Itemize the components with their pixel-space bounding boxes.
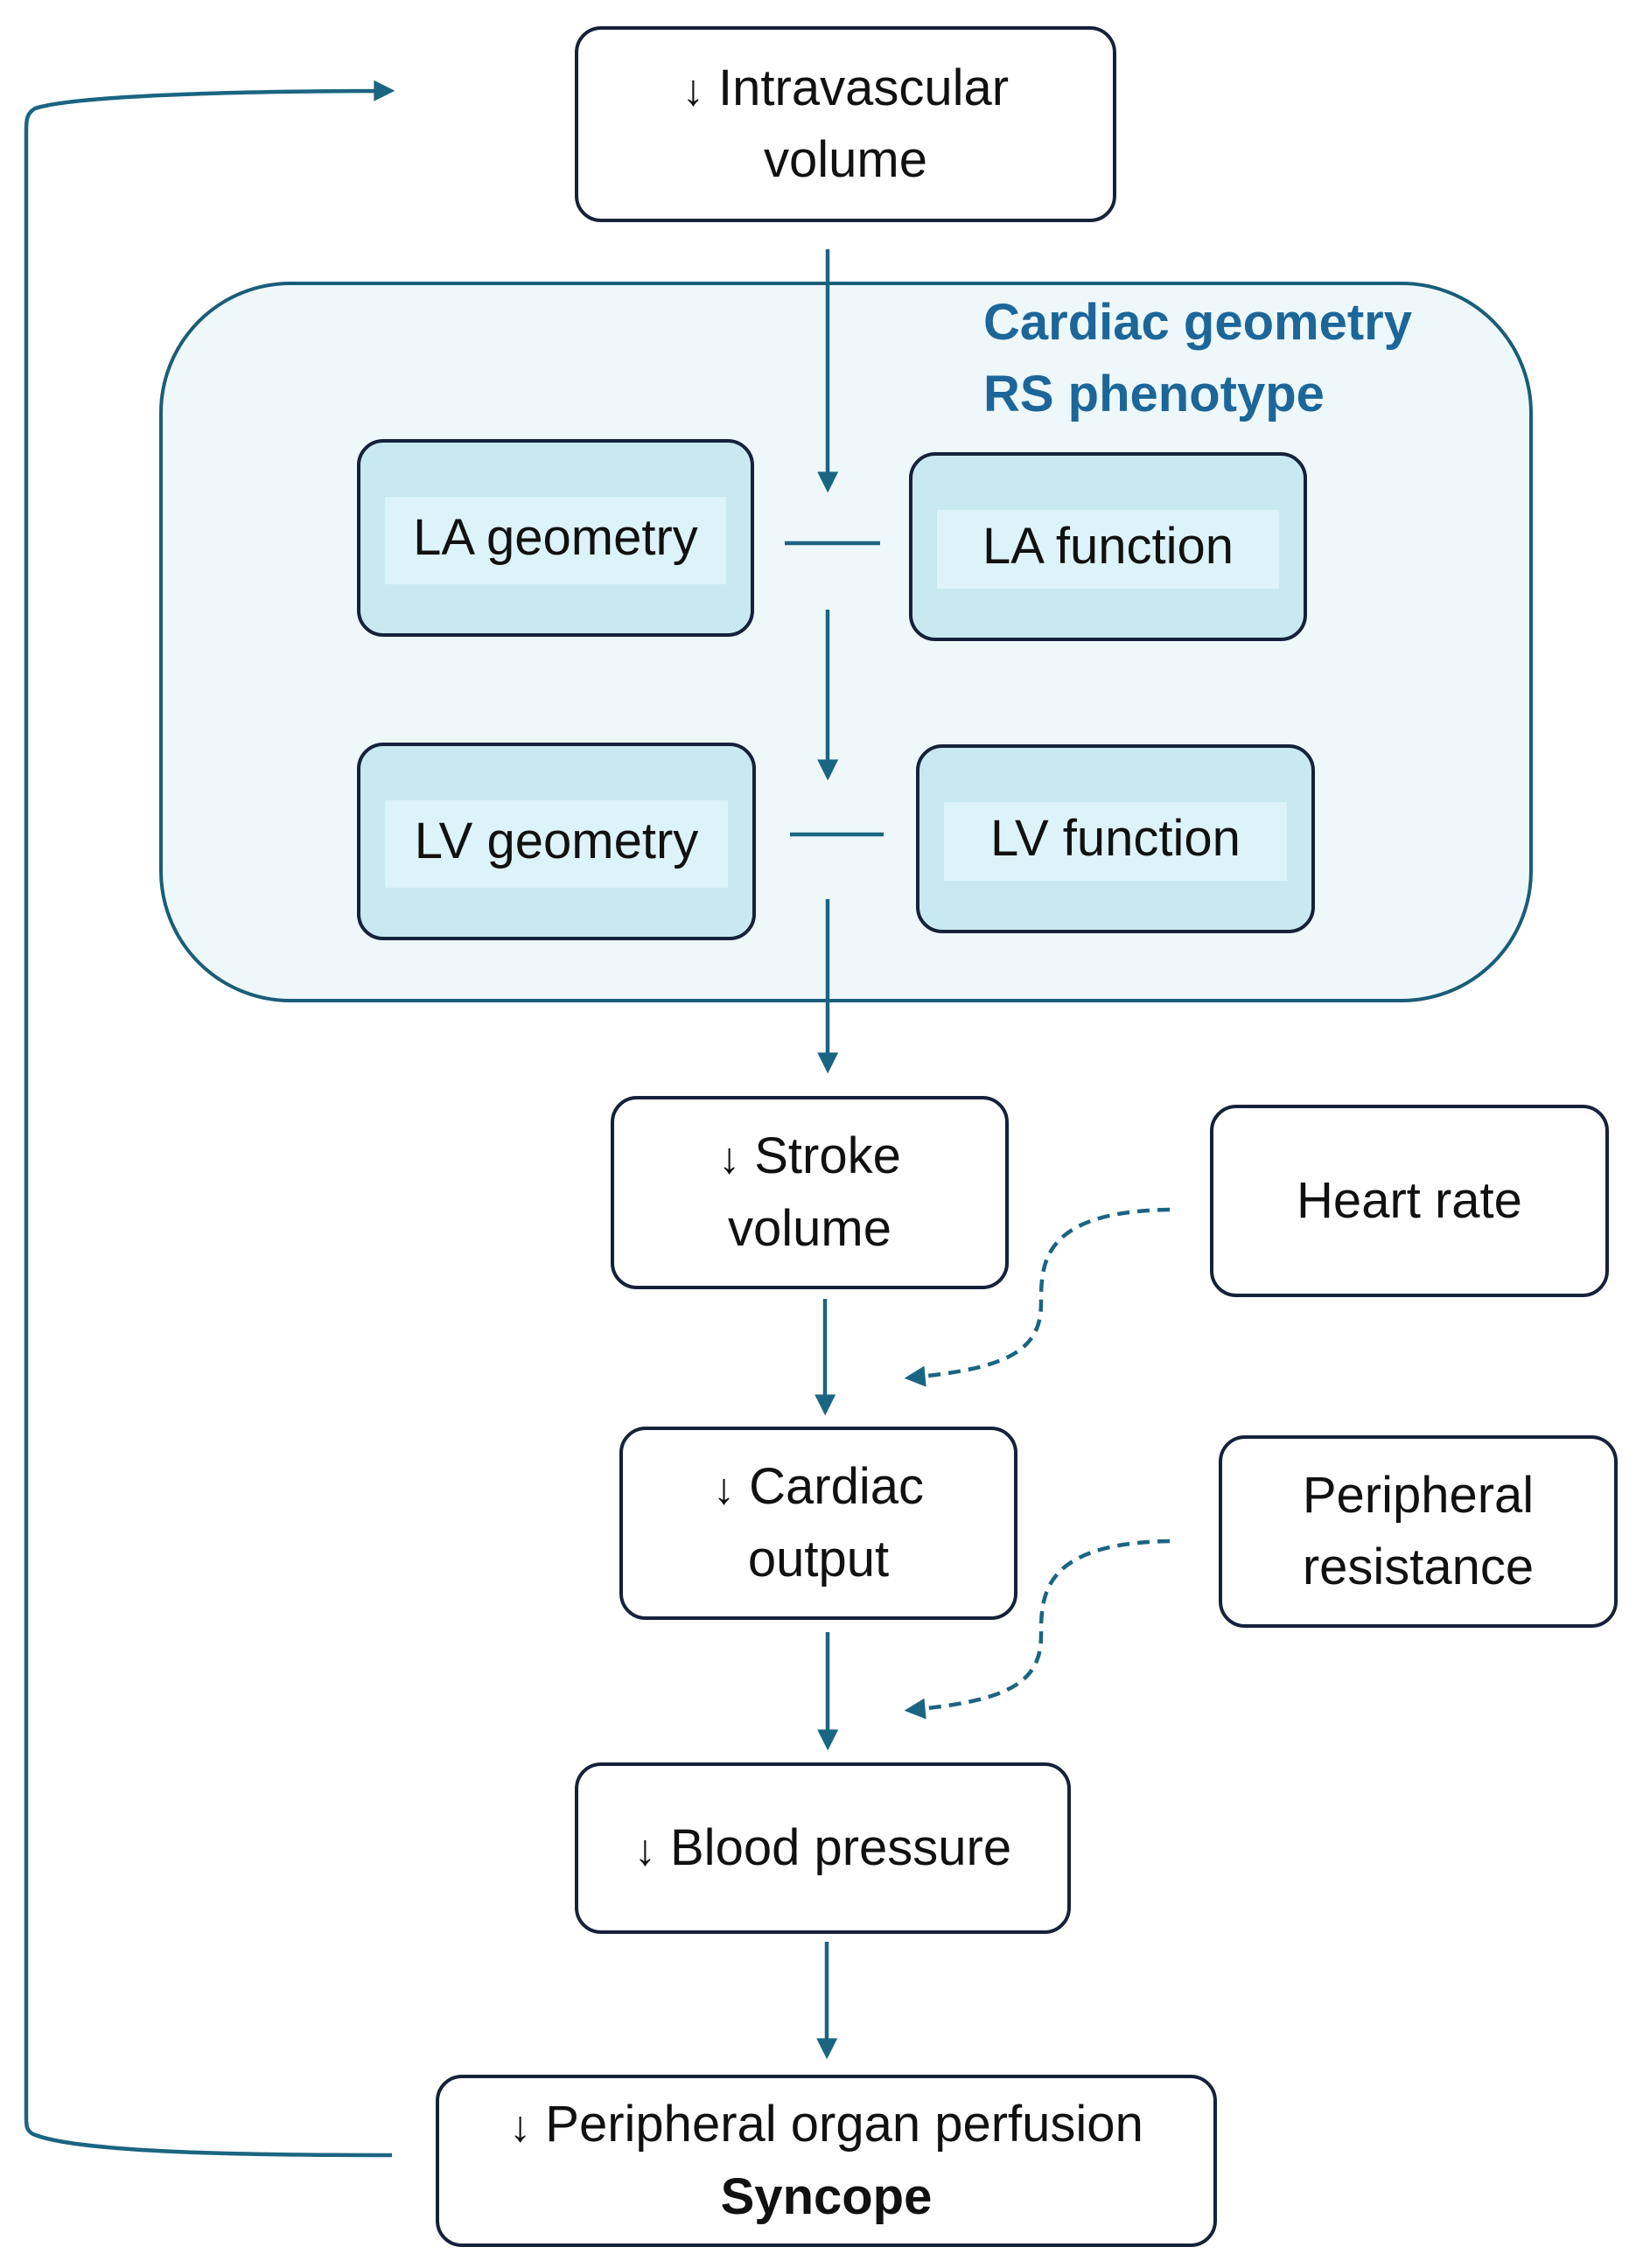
down-arrow-icon: ↓ [713, 1464, 735, 1514]
heart-rate-node: Heart rate [1210, 1105, 1609, 1297]
node-label-line1: Peripheral organ perfusion [545, 2096, 1143, 2153]
intravascular-volume-node: ↓ Intravascular volume [575, 26, 1116, 222]
label-highlight [385, 800, 728, 888]
down-arrow-icon: ↓ [718, 1134, 741, 1183]
group-title-line2: RS phenotype [983, 366, 1325, 423]
cardiac-output-node: ↓ Cardiac output [619, 1427, 1017, 1620]
peripheral-resistance-node: Peripheral resistance [1219, 1435, 1618, 1628]
node-label-line1: Intravascular [718, 59, 1010, 116]
node-label-line2: output [747, 1530, 890, 1588]
node-label: LA geometry [413, 508, 698, 566]
node-label-line1: Cardiac [749, 1458, 924, 1516]
node-label: LV function [990, 809, 1241, 867]
lv-function-node: LV function [916, 744, 1315, 933]
node-label-line2: volume [764, 131, 927, 188]
edge-resistance-dashed [904, 1539, 1171, 1720]
label-highlight [385, 497, 726, 584]
edge-feedback-loop [24, 80, 395, 2158]
node-label-line1: Stroke [754, 1127, 901, 1185]
down-arrow-icon: ↓ [633, 1825, 656, 1874]
label-highlight [937, 510, 1279, 589]
perfusion-syncope-node: ↓ Peripheral organ perfusion Syncope [436, 2075, 1217, 2247]
blood-pressure-node: ↓ Blood pressure [575, 1762, 1071, 1934]
la-function-node: LA function [909, 452, 1307, 641]
edge-heart-rate-dashed [904, 1207, 1171, 1387]
node-label-line2: Syncope [720, 2167, 933, 2225]
lv-geometry-node: LV geometry [357, 743, 756, 940]
node-label: LV geometry [414, 812, 699, 869]
node-label-line1: Peripheral [1302, 1466, 1535, 1524]
node-label: LA function [982, 517, 1234, 575]
stroke-volume-node: ↓ Stroke volume [611, 1096, 1009, 1289]
down-arrow-icon: ↓ [682, 65, 704, 115]
node-label: Heart rate [1297, 1171, 1522, 1229]
label-highlight [944, 802, 1287, 881]
group-title-line1: Cardiac geometry [983, 294, 1412, 351]
node-label-line2: volume [728, 1199, 891, 1257]
la-geometry-node: LA geometry [357, 439, 754, 637]
down-arrow-icon: ↓ [509, 2102, 532, 2152]
node-label: Blood pressure [670, 1818, 1012, 1876]
node-label-line2: resistance [1302, 1539, 1535, 1595]
group-title: Cardiac geometry RS phenotype [983, 287, 1412, 431]
